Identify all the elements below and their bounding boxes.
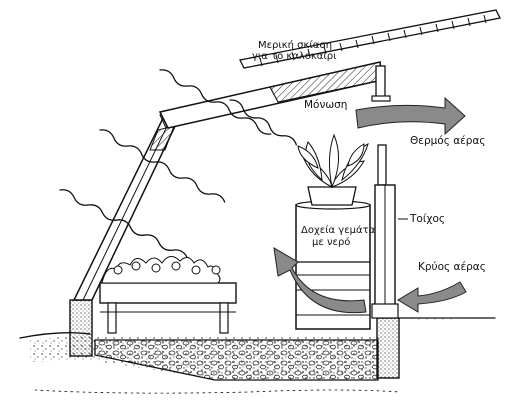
- planter-bench: [99, 256, 237, 334]
- cool-air-arrow: [397, 281, 467, 313]
- containers-label-line2: με νερό: [312, 236, 350, 248]
- shading-label-line2: για το καλοκαίρι: [252, 50, 337, 62]
- circulation-arrow: [273, 247, 367, 314]
- warm-air-label: Θερμός αέρας: [410, 135, 486, 147]
- flowers-icon: [101, 256, 221, 284]
- ground: [19, 317, 496, 394]
- shading-slats: [259, 14, 487, 67]
- wall-footing: [376, 317, 400, 379]
- sun-rays: [59, 69, 297, 259]
- cool-air-label: Κρύος αέρας: [418, 261, 486, 273]
- wall-label: Τοίχος: [409, 213, 445, 225]
- containers-label-line1: Δοχεία γεμάτα: [301, 224, 376, 236]
- roof: [158, 9, 501, 129]
- potted-plant-icon: [297, 133, 369, 206]
- left-footing: [69, 299, 93, 357]
- insulation-label: Μόνωση: [304, 99, 347, 111]
- back-wall: [371, 144, 399, 319]
- warm-air-arrow: [355, 96, 466, 136]
- shading-label-line1: Μερική σκίαση: [258, 39, 332, 51]
